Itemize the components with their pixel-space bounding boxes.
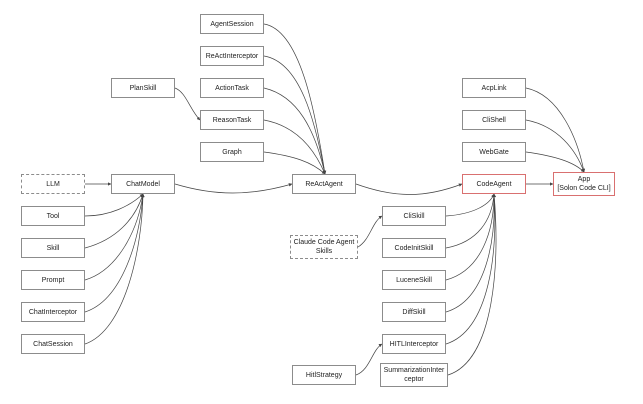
edge-react-agent-to-code-agent xyxy=(355,183,463,195)
node-llm: LLM xyxy=(21,174,85,194)
edge-summarization-to-code-agent xyxy=(444,193,497,377)
edge-skill-to-chat-model xyxy=(81,193,144,250)
node-cli-skill: CliSkill xyxy=(382,206,446,226)
edge-chat-interceptor-to-chat-model xyxy=(81,193,145,314)
edge-cli-shell-to-app xyxy=(522,118,585,173)
edge-chat-session-to-chat-model xyxy=(84,193,145,345)
node-action-task: ActionTask xyxy=(200,78,264,98)
edge-claude-skills-to-cli-skill xyxy=(357,215,383,248)
node-chat-session: ChatSession xyxy=(21,334,85,354)
node-claude-code-agent-skills: Claude Code Agent Skills xyxy=(290,235,358,259)
node-agent-session: AgentSession xyxy=(200,14,264,34)
edge-plan-skill-to-reason-task xyxy=(174,87,201,121)
node-tool: Tool xyxy=(21,206,85,226)
edge-web-gate-to-app xyxy=(522,150,585,173)
edge-acp-link-to-app xyxy=(522,86,586,173)
edge-reason-task-to-react-agent xyxy=(260,118,326,175)
node-acp-link: AcpLink xyxy=(462,78,526,98)
node-cli-shell: CliShell xyxy=(462,110,526,130)
node-graph: Graph xyxy=(200,142,264,162)
node-plan-skill: PlanSkill xyxy=(111,78,175,98)
node-app: App [Solon Code CLI] xyxy=(553,172,615,196)
node-summarization-interceptor: SummarizationInter ceptor xyxy=(380,363,448,387)
node-react-interceptor: ReActInterceptor xyxy=(200,46,264,66)
edge-graph-to-react-agent xyxy=(260,150,326,175)
edge-prompt-to-chat-model xyxy=(84,193,145,281)
edge-chat-model-to-react-agent xyxy=(174,183,293,194)
node-lucene-skill: LuceneSkill xyxy=(382,270,446,290)
node-web-gate: WebGate xyxy=(462,142,526,162)
node-chat-model: ChatModel xyxy=(111,174,175,194)
node-prompt: Prompt xyxy=(21,270,85,290)
edge-hitl-strategy-to-hitl-interceptor xyxy=(355,343,383,376)
node-hitl-interceptor: HITLInterceptor xyxy=(382,334,446,354)
edge-cli-skill-to-code-agent xyxy=(442,193,495,218)
node-skill: Skill xyxy=(21,238,85,258)
node-hitl-strategy: HitlStrategy xyxy=(292,365,356,385)
node-chat-interceptor: ChatInterceptor xyxy=(21,302,85,322)
edge-hitl-interceptor-to-code-agent xyxy=(442,193,496,346)
node-diff-skill: DiffSkill xyxy=(382,302,446,322)
edge-agent-session-to-react-agent xyxy=(260,22,327,175)
edge-lucene-skill-to-code-agent xyxy=(442,193,496,282)
node-code-init-skill: CodeInitSkill xyxy=(382,238,446,258)
node-code-agent: CodeAgent xyxy=(462,174,526,194)
node-react-agent: ReActAgent xyxy=(292,174,356,194)
node-reason-task: ReasonTask xyxy=(200,110,264,130)
